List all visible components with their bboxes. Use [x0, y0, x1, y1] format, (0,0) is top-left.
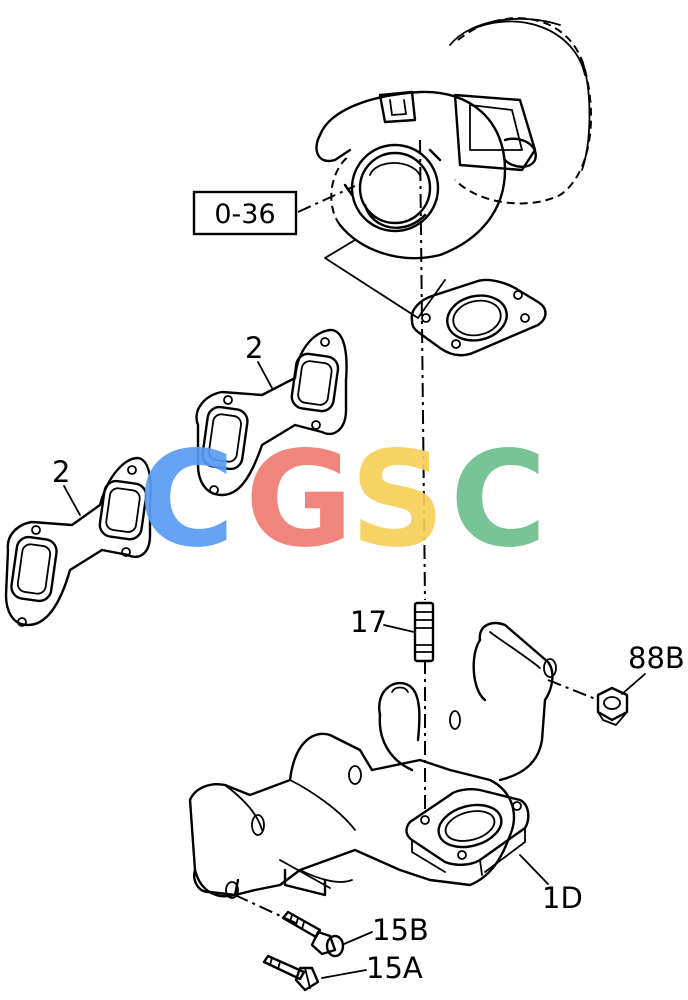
leader-manifold	[519, 854, 549, 885]
center-line-upper	[419, 139, 426, 601]
watermark: C G S C	[138, 423, 547, 577]
leader-bolt-b	[343, 931, 373, 945]
gasket-lower	[4, 456, 152, 627]
label-gasket-lower: 2	[52, 455, 70, 489]
leader-0-36	[297, 185, 356, 213]
leader-gasket-upper	[257, 361, 273, 389]
label-nut: 88B	[628, 641, 685, 675]
bolt-15A	[262, 954, 320, 992]
turbo-gasket	[410, 278, 547, 357]
label-manifold: 1D	[542, 881, 583, 915]
turbocharger	[315, 17, 592, 260]
bolt-15B	[281, 910, 345, 958]
nut-center-line	[547, 679, 599, 701]
stud-17	[413, 601, 435, 663]
label-stud: 17	[350, 605, 387, 639]
watermark-letter: S	[350, 423, 445, 577]
leader-gasket-lower	[63, 485, 81, 516]
reference-box-0-36[interactable]: 0-36	[192, 190, 298, 236]
nut-88B	[596, 686, 629, 726]
exhaust-manifold	[188, 621, 557, 899]
label-gasket-upper: 2	[245, 331, 263, 365]
watermark-letter: C	[450, 423, 547, 577]
leader-nut	[621, 673, 646, 695]
reference-box-label: 0-36	[214, 199, 275, 230]
turbo-gasket-leader	[324, 239, 446, 319]
bolt-center-line	[234, 894, 301, 926]
watermark-letter: C	[138, 423, 235, 577]
leader-stud	[383, 624, 415, 633]
label-bolt-b: 15B	[372, 913, 429, 947]
leader-bolt-a	[321, 969, 367, 979]
watermark-letter: G	[245, 423, 353, 577]
gasket-upper	[195, 328, 348, 497]
label-bolt-a: 15A	[366, 951, 423, 985]
